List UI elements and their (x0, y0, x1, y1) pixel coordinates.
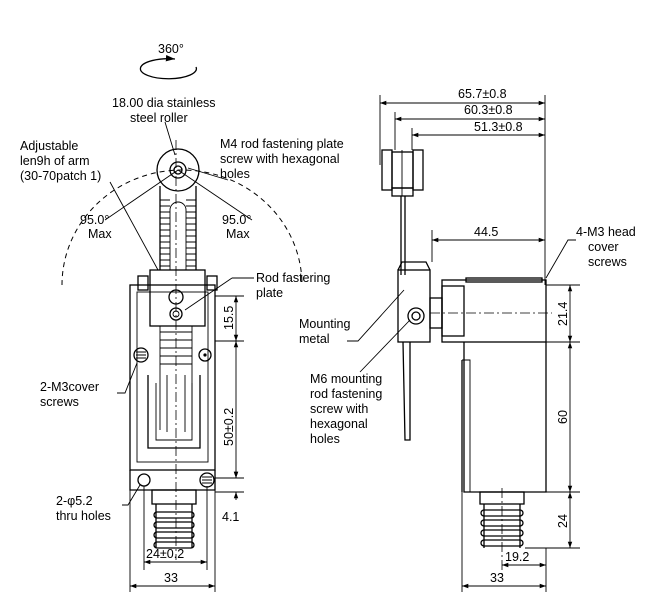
dim-4-1: 4.1 (222, 510, 239, 524)
holes-label: 2-φ5.2 thru holes (56, 494, 111, 523)
mount-hole-icon (137, 473, 151, 487)
dim-15-5: 15.5 (222, 306, 236, 330)
rotation-arrow-icon (139, 55, 198, 80)
dim-44-5: 44.5 (474, 225, 498, 239)
dim-60: 60 (556, 410, 570, 424)
cover-screw-icon (198, 348, 212, 362)
side-view: 65.7±0.8 60.3±0.8 51.3±0.8 44.5 Mounting… (299, 87, 639, 592)
arm-hatching (160, 199, 196, 267)
angle-right-label: 95.0° Max (222, 213, 255, 241)
dim-24-side: 24 (556, 514, 570, 528)
dim-65-7: 65.7±0.8 (458, 87, 507, 101)
dim-60-3: 60.3±0.8 (464, 103, 513, 117)
dim-21-4: 21.4 (556, 302, 570, 326)
switch-body-side (441, 279, 547, 343)
roller-circle (156, 148, 200, 192)
switch-head (149, 269, 206, 327)
dim-24: 24±0.2 (146, 547, 184, 561)
m6-screw-label: M6 mounting rod fastening screw with hex… (310, 372, 386, 446)
rod-side (402, 341, 411, 441)
switch-body (129, 284, 216, 471)
cover-screws-label: 2-M3cover screws (40, 380, 103, 409)
mounting-metal (397, 269, 431, 343)
dim-19-2: 19.2 (505, 550, 529, 564)
arm-length-label: Adjustable len9h of arm (30-70patch 1) (20, 139, 101, 183)
angle-left-label: 95.0° Max (80, 213, 113, 241)
dim-33-side: 33 (490, 571, 504, 585)
cover-screw-icon (199, 472, 215, 488)
dim-50: 50±0.2 (222, 408, 236, 446)
rotation-label: 360° (158, 42, 184, 56)
roller-label: 18.00 dia stainless steel roller (112, 96, 219, 125)
rod-plate-label: Rod fastering plate (256, 271, 334, 300)
cover-screw-icon (133, 347, 149, 363)
dim-33: 33 (164, 571, 178, 585)
rubber-boot (151, 489, 197, 549)
dim-51-3: 51.3±0.8 (474, 120, 523, 134)
head-screws-label: 4-M3 head cover screws (576, 225, 639, 269)
rod-screw-label: M4 rod fastening plate screw with hexago… (220, 137, 347, 181)
roller-side (381, 149, 424, 197)
arm (159, 186, 197, 270)
front-view: 360° 18.00 dia stainless steel roller Ad… (20, 42, 347, 592)
mounting-metal-label: Mounting metal (299, 317, 354, 346)
